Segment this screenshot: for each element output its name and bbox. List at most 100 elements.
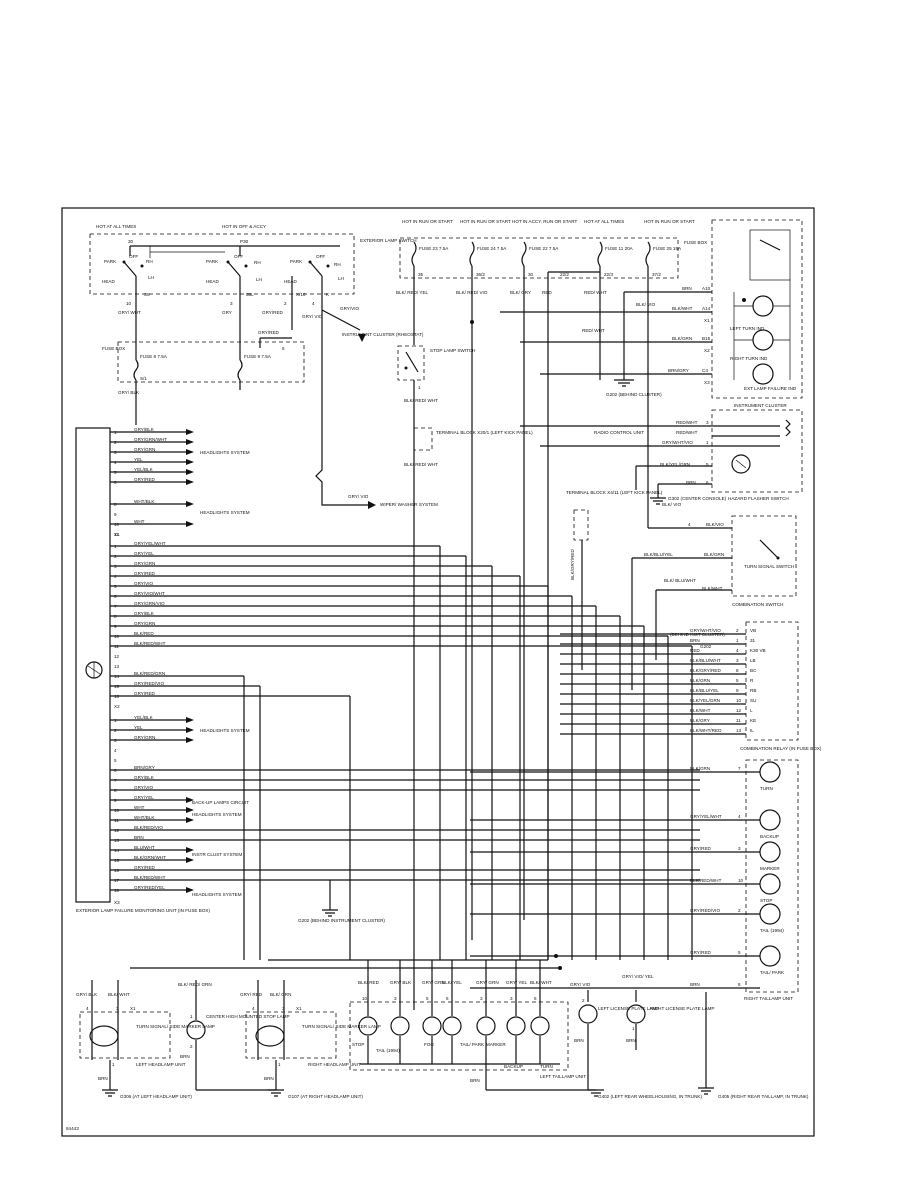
relay-term-6: RB	[750, 688, 756, 693]
lh-pin-1: 1	[112, 1062, 115, 1067]
pin-4: 4	[312, 301, 315, 306]
ic-pin-c4: C4	[702, 368, 708, 373]
left-license-lamp-icon	[578, 1004, 598, 1024]
mon2-wire-15: GRY/RED	[134, 691, 156, 696]
mon3-wire-13: BLU/WHT	[134, 845, 155, 850]
lic-pin-2: 2	[582, 998, 585, 1003]
instrument-cluster-label: INSTRUMENT CLUSTER	[734, 403, 787, 408]
lt-backup: BACKUP	[504, 1064, 523, 1069]
mon3-arrow-8	[186, 797, 194, 803]
mon1-arrow-1	[186, 439, 194, 445]
pin-k: K	[326, 292, 330, 297]
wire-red: RED	[542, 290, 552, 295]
right-turn-ind-lamp	[752, 329, 774, 351]
right-headlamp-box	[245, 1011, 337, 1059]
mon1-arrow-3	[186, 459, 194, 465]
lic-pin-1: 1	[632, 1026, 635, 1031]
fuse-box-right-label: FUSE BOX	[684, 240, 707, 245]
mon2-wire-10: BLK/RED/WHT	[134, 641, 166, 646]
relay-pin-2: 4	[736, 648, 739, 653]
relay-term-9: KE	[750, 718, 756, 723]
right-turn-ind-label: RIGHT TURN IND	[730, 356, 768, 361]
mon2-wire-14: GRY/RED/VIO	[134, 681, 164, 686]
mon2-wire-7: GRY/BLK	[134, 611, 155, 616]
tl-lamp-3: STOP	[760, 898, 772, 903]
relay-pin-0: 2	[736, 628, 739, 633]
lt-turn: TURN	[540, 1064, 553, 1069]
relay-wire-2: RED	[690, 648, 700, 653]
ic-pin-x1: X1	[704, 318, 710, 323]
hz-pin-5: 5	[706, 462, 709, 467]
lt-lamp-icon-3	[442, 1016, 462, 1036]
mon2-wire-8: GRY/GRN	[134, 621, 155, 626]
mon1-wire-0: GRY/BLK	[134, 427, 155, 432]
park-label-1: PARK	[104, 259, 117, 264]
combination-switch-label: COMBINATION SWITCH	[732, 602, 783, 607]
relay-pin-9: 11	[736, 718, 741, 723]
right-turn-lamp-icon	[255, 1025, 285, 1047]
mon3-wire-10: WHT/BLK	[134, 815, 155, 820]
rh-wire-gryred: GRY/ RED	[240, 992, 263, 997]
hz-wire-redwht-1: RED/WHT	[676, 420, 698, 425]
pin-6: 6	[282, 346, 285, 351]
mon-x3: X3	[114, 900, 120, 905]
terminal-x4-wire: BLK/GRY/RED	[570, 549, 575, 580]
tl-pin-3: 10	[738, 878, 744, 883]
relay-pin-4: 8	[736, 668, 739, 673]
fuse-pin-37-2: 37/2	[652, 272, 661, 277]
tl-pin-4: 2	[738, 908, 741, 913]
monitoring-unit-box	[75, 427, 111, 903]
wire-blkvio: BLK/ VIO	[636, 302, 656, 307]
ic-wire-brngry: BRN/GRY	[668, 368, 689, 373]
mon1-arrow-0	[186, 429, 194, 435]
wire-blkgry: BLK/ GRY	[510, 290, 531, 295]
mon1-arrow-8	[186, 521, 194, 527]
tl-lamp-icon-5	[759, 945, 781, 967]
fuse-25: FUSE 25 15A	[653, 246, 682, 251]
ext-lamp-failure-lamp	[752, 363, 774, 385]
combination-relay-label: COMBINATION RELAY (IN FUSE BOX)	[740, 746, 822, 751]
lt-pin-6: 6	[534, 996, 537, 1001]
mon3-wire-0: YEL/BLK	[134, 715, 154, 720]
terminal-block-x4	[573, 509, 589, 541]
exterior-lamp-switch-group: HOT AT ALL TIMES HOT IN OFF & ACCY EXTER…	[89, 224, 424, 425]
lh-wire-grybk: GRY/ BLK	[76, 992, 98, 997]
lt-pin-5: 3	[510, 996, 513, 1001]
mon3-arrow-9	[186, 807, 194, 813]
stop-lamp-switch-group: STOP LAMP SWITCH 1 BLK/ RED/ WHT TERMINA…	[397, 345, 533, 1010]
mon2-wire-3: GRY/RED	[134, 571, 156, 576]
combination-switch-group: COMBINATION SWITCH TURN SIGNAL SWITCH BL…	[631, 290, 797, 690]
lt-stop: STOP	[352, 1042, 364, 1047]
g402-label: G402 (LEFT REAR WHEELHOUSING, IN TRUNK)	[598, 1094, 702, 1099]
terminal-block-x20-label: TERMINAL BLOCK X20/1 (LEFT KICK PANEL)	[436, 430, 533, 435]
fuse-11: FUSE 11 20A	[605, 246, 634, 251]
instrument-cluster-rheostat-label: INSTRUMENT CLUSTER (RHEOSTAT)	[342, 332, 424, 337]
hot-at-all-times-label: HOT AT ALL TIMES	[96, 224, 136, 229]
wiper-washer-label: WIPER/ WASHER SYSTEM	[380, 502, 438, 507]
fuse-box-tag: FUSE BOX	[102, 346, 125, 351]
relay-term-5: R	[750, 678, 754, 683]
monitoring-unit-label: EXTERIOR LAMP FAILURE MONITORING UNIT (I…	[76, 908, 210, 913]
rh-label-1: RH	[146, 259, 153, 264]
mon1-pin-9: 11	[114, 532, 119, 537]
off-label-3: OFF	[316, 254, 325, 259]
mon3-arrow-13	[186, 847, 194, 853]
tl-lamp-icon-3	[759, 873, 781, 895]
relay-pin-10: 13	[736, 728, 742, 733]
wire-gry: GRY	[222, 310, 232, 315]
tl-pin-0: 7	[738, 766, 741, 771]
off-label-2: OFF	[234, 254, 243, 259]
mon3-wire-6: GRY/BLK	[134, 775, 155, 780]
headlights-system-2: HEADLIGHTS SYSTEM	[200, 510, 250, 515]
chms-pin-1: 1	[190, 1014, 193, 1019]
relay-term-10: IL	[750, 728, 754, 733]
mon-x1: X1	[114, 532, 120, 537]
relay-pin-7: 10	[736, 698, 742, 703]
mon2-pin-11: 12	[114, 654, 120, 659]
left-taillamp-label: LEFT TAILLAMP UNIT	[540, 1074, 586, 1079]
rh-label-3: RH	[334, 262, 341, 267]
relay-wire-1: BRN	[690, 638, 700, 643]
mon3-arrow-2	[186, 737, 194, 743]
fuse-24: FUSE 24 7.5A	[477, 246, 507, 251]
